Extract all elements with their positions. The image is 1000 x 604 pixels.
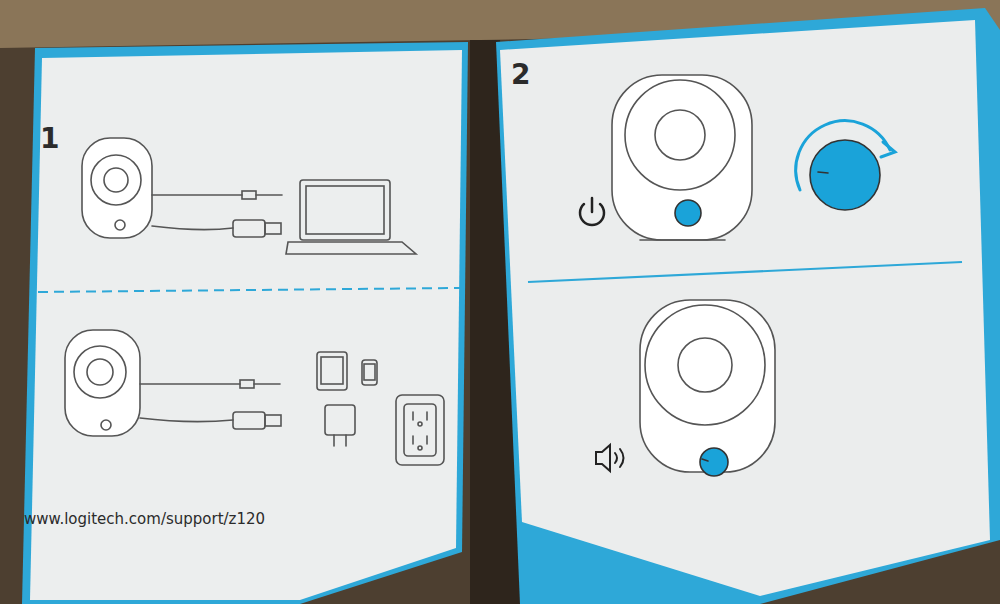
step1-wall-setup [65, 330, 444, 465]
step-number: 1 [40, 122, 59, 155]
divider-dashed [38, 288, 460, 292]
step2-power [580, 75, 895, 240]
step-number: 2 [511, 58, 530, 91]
right-panel [496, 8, 1000, 604]
left-panel [22, 42, 468, 604]
divider-line [528, 262, 962, 282]
step1-laptop-setup [82, 138, 416, 254]
step2-volume [596, 300, 775, 476]
support-url: www.logitech.com/support/z120 [24, 510, 265, 528]
